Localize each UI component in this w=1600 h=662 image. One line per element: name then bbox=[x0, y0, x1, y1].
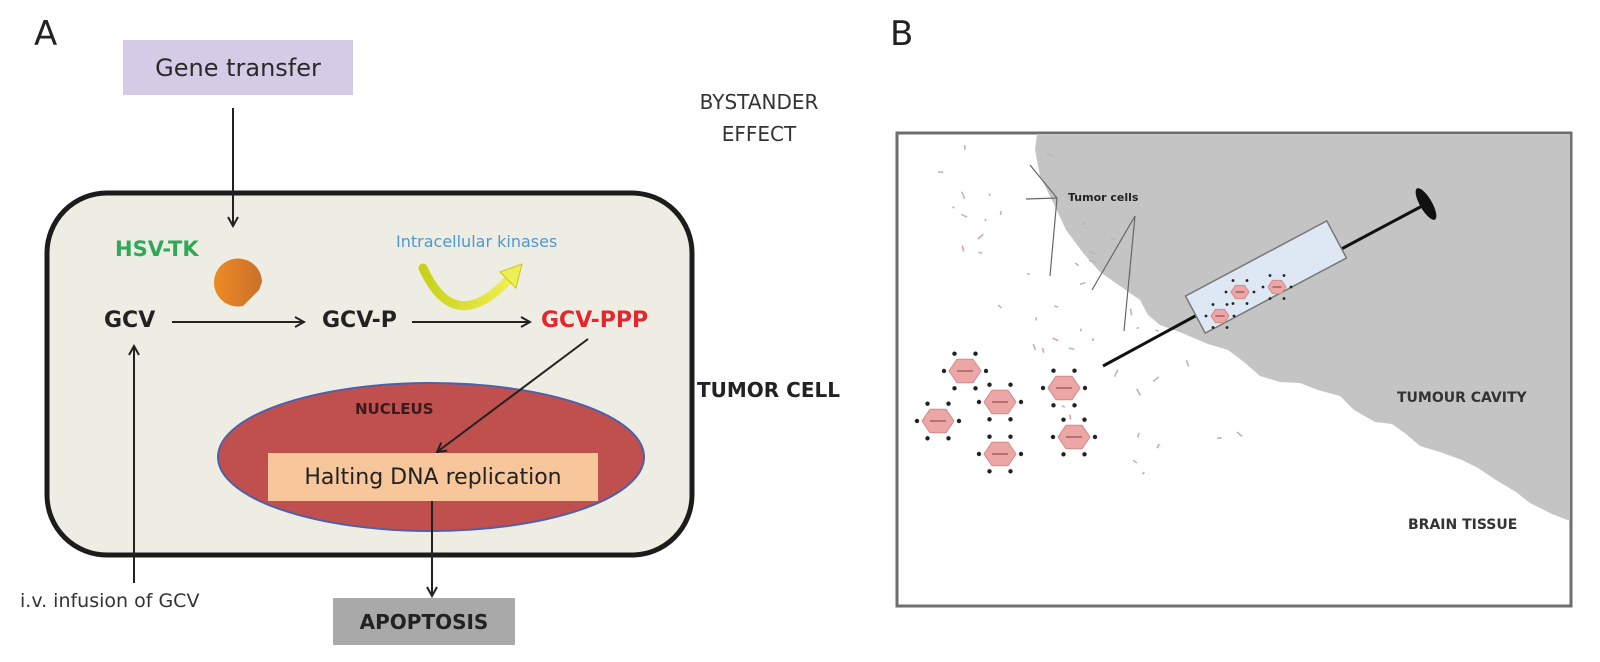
halting-dna-replication-box: Halting DNA replication bbox=[268, 453, 598, 501]
therapeutic-cells bbox=[914, 274, 1293, 474]
debris-speck bbox=[1069, 414, 1072, 420]
debris-speck bbox=[1142, 471, 1145, 475]
debris-speck bbox=[1041, 347, 1045, 353]
tumour-cavity-label: TUMOUR CAVITY bbox=[1397, 390, 1527, 406]
panel-b-letter: B bbox=[890, 14, 914, 54]
debris-speck bbox=[1185, 359, 1190, 367]
debris-speck bbox=[1236, 431, 1243, 438]
debris-speck bbox=[1084, 226, 1088, 229]
therapeutic-cell bbox=[1040, 368, 1088, 408]
debris-speck bbox=[1079, 328, 1082, 332]
gcv-p-label: GCV-P bbox=[322, 308, 397, 333]
debris-speck bbox=[1152, 376, 1160, 383]
tumor-cells-label: Tumor cells bbox=[1068, 191, 1139, 204]
kinase-curved-arrow-icon bbox=[418, 263, 515, 310]
debris-speck bbox=[1068, 347, 1075, 351]
debris-speck bbox=[997, 304, 1002, 309]
gcv-ppp-label: GCV-PPP bbox=[541, 308, 649, 333]
debris-speck bbox=[988, 193, 992, 197]
debris-speck bbox=[1074, 262, 1080, 267]
debris-speck bbox=[1088, 250, 1097, 256]
debris-speck bbox=[1088, 259, 1097, 264]
debris-speck bbox=[1129, 308, 1133, 316]
gcv-label: GCV bbox=[104, 308, 156, 333]
debris-speck bbox=[1035, 317, 1038, 321]
apoptosis-label: APOPTOSIS bbox=[359, 609, 489, 634]
debris-speck bbox=[1079, 281, 1086, 286]
debris-speck bbox=[961, 213, 968, 218]
debris-speck bbox=[1156, 443, 1161, 449]
therapeutic-cell bbox=[976, 382, 1024, 422]
debris-speck bbox=[1136, 432, 1140, 438]
apoptosis-box: APOPTOSIS bbox=[333, 598, 515, 645]
debris-speck bbox=[1135, 388, 1142, 396]
debris-speck bbox=[1046, 152, 1053, 157]
iv-infusion-label: i.v. infusion of GCV bbox=[20, 590, 200, 612]
debris-speck bbox=[1061, 405, 1066, 408]
debris-speck bbox=[1032, 343, 1037, 351]
debris-speck bbox=[1217, 436, 1222, 440]
debris-speck bbox=[978, 251, 983, 254]
therapeutic-cell bbox=[914, 401, 962, 441]
debris-speck bbox=[1113, 369, 1119, 377]
therapeutic-cell bbox=[976, 434, 1024, 474]
tumor-cells-pointers bbox=[1025, 164, 1136, 332]
debris-speck bbox=[952, 206, 955, 209]
gene-transfer-label: Gene transfer bbox=[155, 53, 321, 82]
debris-speck bbox=[1129, 269, 1132, 277]
debris-speck bbox=[1155, 329, 1159, 333]
debris-speck bbox=[1081, 220, 1087, 226]
therapeutic-cell bbox=[941, 351, 989, 391]
bystander-line-1: BYSTANDER bbox=[699, 90, 819, 114]
hsv-tk-enzyme-icon bbox=[214, 258, 262, 307]
debris-speck bbox=[1054, 305, 1059, 308]
debris-speck bbox=[1052, 337, 1059, 342]
debris-speck bbox=[1136, 326, 1140, 330]
syringe-cell bbox=[1224, 279, 1256, 305]
therapeutic-cell bbox=[1050, 417, 1098, 457]
nucleus-label: NUCLEUS bbox=[355, 400, 434, 418]
bystander-line-2: EFFECT bbox=[721, 122, 797, 146]
syringe-cell bbox=[1261, 274, 1293, 300]
tumour-cavity-region bbox=[1035, 134, 1570, 521]
debris-speck bbox=[977, 233, 984, 240]
halting-dna-replication-label: Halting DNA replication bbox=[304, 464, 562, 490]
tumor-cell-label: TUMOR CELL bbox=[697, 378, 840, 402]
hsv-tk-label: HSV-TK bbox=[115, 237, 199, 261]
debris-speck bbox=[961, 191, 966, 199]
bystander-effect-label: BYSTANDER EFFECT bbox=[686, 86, 832, 150]
gene-transfer-box: Gene transfer bbox=[123, 40, 353, 95]
debris-speck bbox=[961, 245, 965, 252]
syringe-cell bbox=[1204, 303, 1236, 329]
debris-speck bbox=[1132, 459, 1138, 464]
tissue-debris bbox=[937, 145, 1243, 475]
intracellular-kinases-label: Intracellular kinases bbox=[396, 232, 558, 251]
panel-a-letter: A bbox=[34, 14, 58, 54]
gcvppp-to-halting-arrow bbox=[437, 338, 589, 452]
brain-tissue-label: BRAIN TISSUE bbox=[1408, 517, 1518, 533]
